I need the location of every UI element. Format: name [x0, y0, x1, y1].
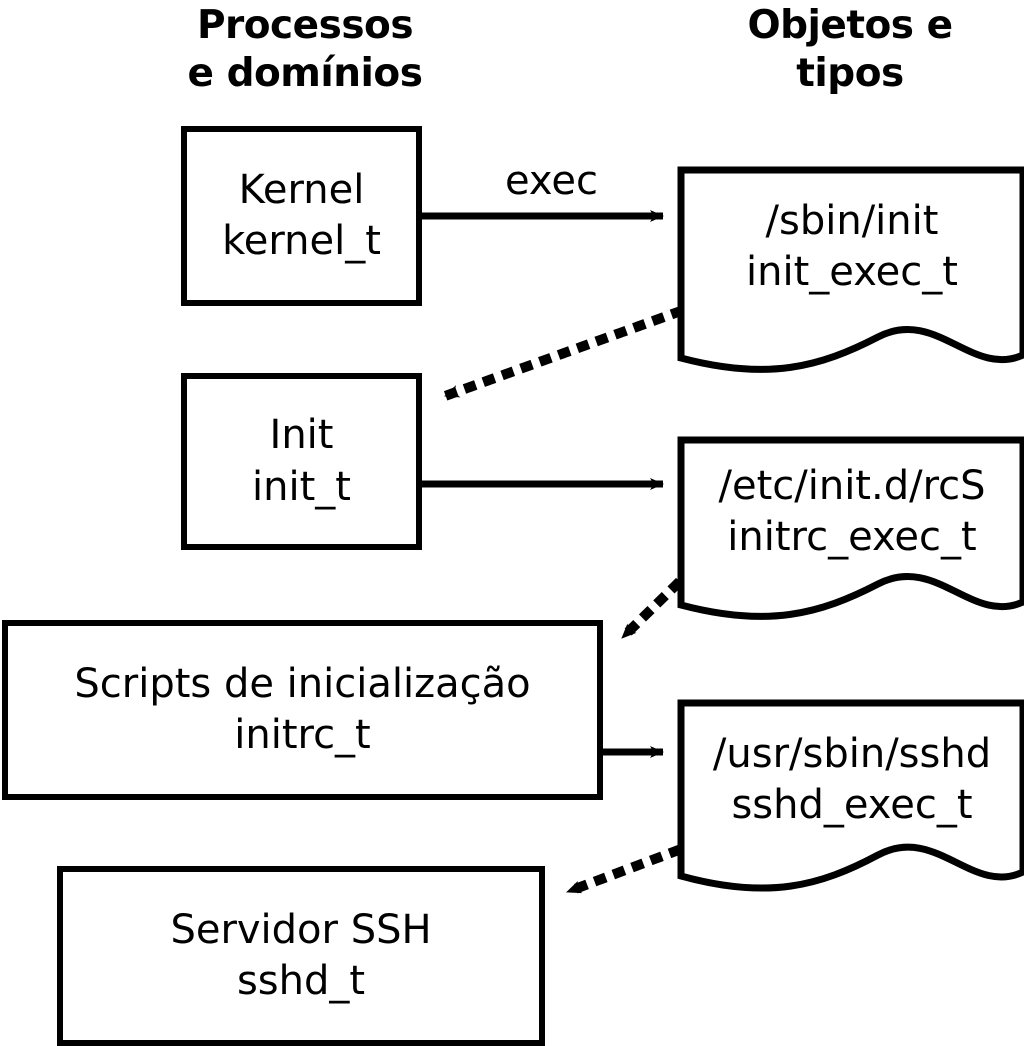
- process-box-sshd-name: Servidor SSH: [170, 906, 432, 953]
- object-doc-init-exec[interactable]: /sbin/init init_exec_t: [677, 166, 1024, 397]
- edge-init-exec-to-init: [438, 305, 685, 403]
- column-header-processes: Processos e domínios: [187, 3, 423, 96]
- process-box-initrc[interactable]: Scripts de inicialização initrc_t: [2, 620, 603, 800]
- edge-sshd-exec-to-sshd: [560, 844, 683, 899]
- edge-initrc-exec-to-initrc: [614, 577, 684, 646]
- column-header-objects: Objetos e tipos: [747, 3, 953, 96]
- process-box-init[interactable]: Init init_t: [181, 373, 422, 550]
- process-box-init-name: Init: [269, 412, 334, 459]
- object-doc-sshd-exec[interactable]: /usr/sbin/sshd sshd_exec_t: [677, 699, 1024, 935]
- process-box-kernel-type: kernel_t: [222, 218, 381, 264]
- process-box-sshd[interactable]: Servidor SSH sshd_t: [57, 866, 545, 1046]
- process-box-initrc-type: initrc_t: [234, 712, 371, 758]
- process-box-init-type: init_t: [252, 463, 351, 510]
- edge-label-exec: exec: [505, 158, 598, 204]
- process-box-sshd-type: sshd_t: [236, 958, 366, 1004]
- process-box-kernel[interactable]: Kernel kernel_t: [181, 126, 422, 306]
- process-box-initrc-name: Scripts de inicialização: [74, 660, 531, 707]
- object-doc-initrc-exec[interactable]: /etc/init.d/rcS initrc_exec_t: [677, 436, 1024, 667]
- process-box-kernel-name: Kernel: [238, 166, 365, 213]
